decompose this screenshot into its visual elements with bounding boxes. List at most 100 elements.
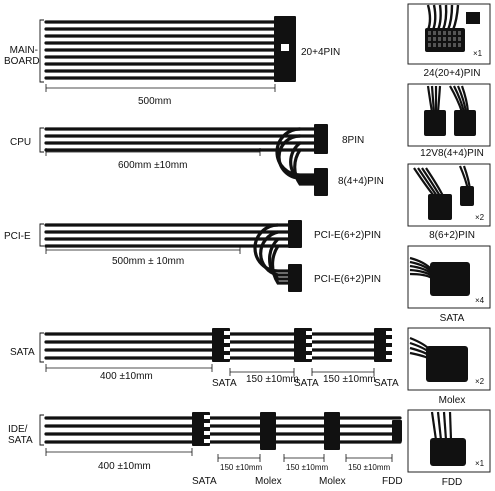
photo-12v8-wire-0 bbox=[426, 85, 434, 113]
photo-24pin-cell bbox=[448, 31, 451, 35]
photo-fdd-wire-3 bbox=[448, 411, 453, 441]
sata-connector-2-pin-3 bbox=[306, 355, 312, 359]
photo-panel-1 bbox=[407, 83, 491, 147]
cpu-branch-2-wire-3 bbox=[293, 149, 316, 186]
cpu-length-label: 600mm ±10mm bbox=[118, 160, 188, 171]
mainboard-connector-latch bbox=[281, 44, 289, 51]
photo-fdd-wire-0 bbox=[430, 411, 438, 441]
pcie-branch-wire-2 bbox=[268, 237, 290, 281]
photo-24pin-cell bbox=[428, 37, 431, 41]
pcie-connector-1 bbox=[288, 220, 302, 248]
sata-connector-1-pin-0 bbox=[224, 331, 230, 335]
photo-sata-caption: SATA bbox=[439, 313, 465, 324]
sata-connector-2 bbox=[294, 328, 312, 362]
photo-8pin-small-connector bbox=[460, 186, 474, 206]
photo-24pin-cell bbox=[428, 43, 431, 47]
photo-fdd-connector bbox=[430, 438, 466, 466]
sata-segment-1-label: 150 ±10mm bbox=[246, 374, 299, 385]
cpu-8pin-connector-1 bbox=[314, 124, 328, 154]
cpu-bracket bbox=[39, 127, 44, 153]
photo-24pin-cell bbox=[453, 31, 456, 35]
sata-segment-2-label: 150 ±10mm bbox=[323, 374, 376, 385]
sata-connector-1 bbox=[212, 328, 230, 362]
photo-fdd-wire-2 bbox=[442, 411, 448, 441]
sata-connector-3-pin-0 bbox=[386, 331, 392, 335]
photo-12v8-wire-b-3 bbox=[460, 85, 470, 113]
photo-24pin-cell bbox=[458, 37, 461, 41]
photo-12v8-wire-b-2 bbox=[456, 85, 468, 113]
photo-24pin-cell bbox=[448, 37, 451, 41]
sata-label: SATA bbox=[10, 347, 35, 358]
photo-24pin-small-connector bbox=[466, 12, 480, 24]
sata-connector-2-pin-2 bbox=[306, 347, 312, 351]
ide-segment-1-label: 150 ±10mm bbox=[220, 463, 263, 472]
sata-connector-3-pin-1 bbox=[386, 339, 392, 343]
photo-sata-qty: ×4 bbox=[475, 296, 485, 305]
ide-molex-connector-1 bbox=[260, 412, 276, 450]
photo-24pin-cell bbox=[448, 43, 451, 47]
photo-24pin-cell bbox=[438, 31, 441, 35]
pcie-connector-2-label: PCI-E(6+2)PIN bbox=[314, 274, 381, 285]
photo-12v8-connector-2 bbox=[454, 110, 476, 136]
pcie-branch-wire-3 bbox=[270, 245, 290, 285]
photo-fdd-wire-1 bbox=[436, 411, 443, 441]
mainboard-length-label: 500mm bbox=[138, 96, 172, 107]
cpu-connector-1-label: 8PIN bbox=[342, 135, 365, 146]
ide-bracket bbox=[39, 414, 44, 446]
photo-24pin-cell bbox=[433, 31, 436, 35]
photo-24pin-cell bbox=[443, 37, 446, 41]
ide-connector-molex-2-label: Molex bbox=[319, 476, 346, 487]
ide-connector-fdd-label: FDD bbox=[382, 476, 403, 487]
photo-8pin-qty: ×2 bbox=[475, 213, 485, 222]
photo-24pin-qty: ×1 bbox=[473, 49, 483, 58]
pcie-connector-2 bbox=[288, 264, 302, 292]
cpu-8pin-connector-2 bbox=[314, 168, 328, 196]
ide-length-label: 400 ±10mm bbox=[98, 461, 151, 472]
photo-24pin-cell bbox=[453, 37, 456, 41]
sata-connector-1-pin-2 bbox=[224, 347, 230, 351]
photo-24pin-cell bbox=[443, 31, 446, 35]
ide-segment-3-label: 150 ±10mm bbox=[348, 463, 391, 472]
mainboard-label: MAIN- BOARD bbox=[4, 45, 40, 67]
sata-connector-3-pin-2 bbox=[386, 347, 392, 351]
photo-24pin-cell bbox=[428, 31, 431, 35]
sata-connector-3-label: SATA bbox=[374, 378, 399, 389]
photo-12v8-caption: 12V8(4+4)PIN bbox=[420, 148, 484, 159]
sata-connector-3-pin-3 bbox=[386, 355, 392, 359]
cpu-connector-2-label: 8(4+4)PIN bbox=[338, 176, 384, 187]
pcie-label: PCI-E bbox=[4, 231, 31, 242]
photo-sata-connector bbox=[430, 262, 470, 296]
photo-24pin-cell bbox=[433, 37, 436, 41]
photo-12v8-wire-b-0 bbox=[449, 85, 464, 113]
photo-24pin-cell bbox=[458, 43, 461, 47]
photo-12v8-wire-b-1 bbox=[453, 85, 466, 113]
pcie-bracket bbox=[39, 223, 44, 247]
sata-connector-1-pin-3 bbox=[224, 355, 230, 359]
photo-molex-connector bbox=[426, 346, 468, 382]
photo-fdd-qty: ×1 bbox=[475, 459, 485, 468]
sata-length-label: 400 ±10mm bbox=[100, 371, 153, 382]
photo-24pin-cell bbox=[453, 43, 456, 47]
mainboard-bracket bbox=[39, 19, 44, 83]
photo-molex-caption: Molex bbox=[438, 395, 466, 406]
photo-fdd-caption: FDD bbox=[441, 477, 463, 488]
ide-connector-molex-1-label: Molex bbox=[255, 476, 282, 487]
photo-24pin-cell bbox=[433, 43, 436, 47]
photo-12v8-wire-3 bbox=[436, 85, 442, 113]
photo-24pin-cell bbox=[443, 43, 446, 47]
sata-connector-2-label: SATA bbox=[294, 378, 319, 389]
photo-24pin-caption: 24(20+4)PIN bbox=[423, 68, 481, 79]
ide-molex-connector-2 bbox=[324, 412, 340, 450]
pcie-connector-1-label: PCI-E(6+2)PIN bbox=[314, 230, 381, 241]
photo-24pin-cell bbox=[438, 43, 441, 47]
cpu-label: CPU bbox=[10, 137, 32, 148]
photo-8pin-caption: 8(6+2)PIN bbox=[429, 230, 475, 241]
ide-sata-connector-pin-3 bbox=[204, 439, 210, 443]
ide-sata-label: IDE/ SATA bbox=[8, 424, 33, 446]
ide-segment-2-label: 150 ±10mm bbox=[286, 463, 329, 472]
pcie-length-label: 500mm ± 10mm bbox=[112, 256, 185, 267]
ide-sata-connector bbox=[192, 412, 210, 446]
sata-bracket bbox=[39, 332, 44, 363]
